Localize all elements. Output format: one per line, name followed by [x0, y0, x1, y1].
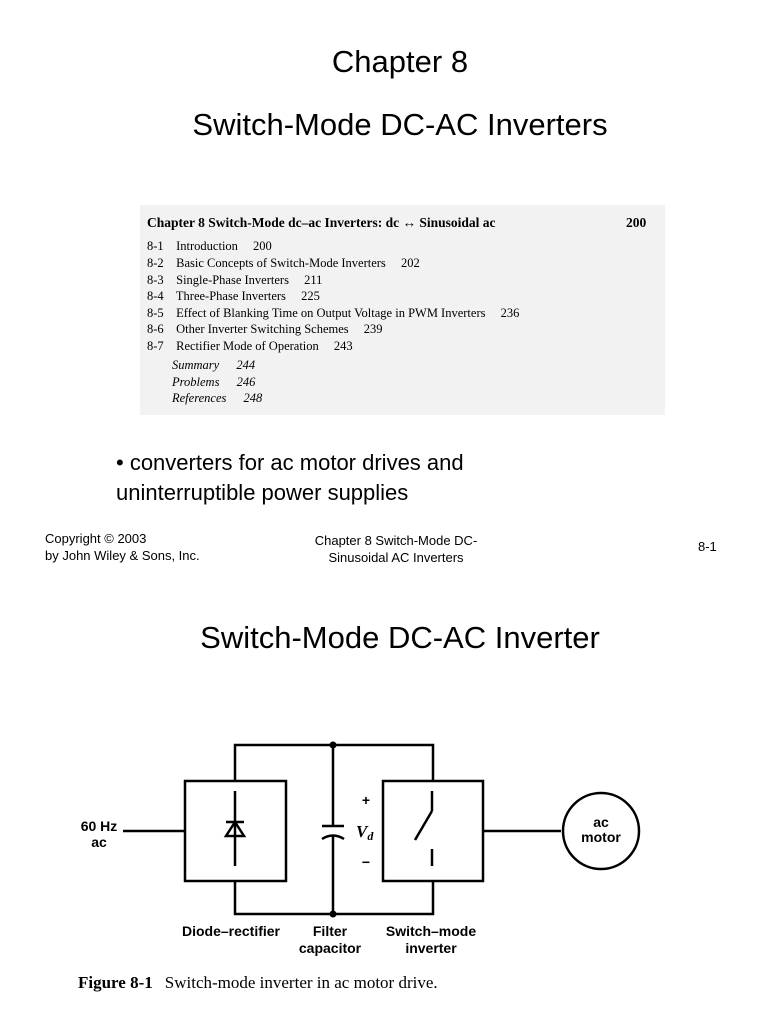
copyright-line2: by John Wiley & Sons, Inc.: [45, 548, 200, 563]
inverter-label-line2: inverter: [405, 940, 457, 956]
motor-label-line1: ac: [593, 814, 609, 830]
toc-extra-entry: Problems 246: [172, 375, 255, 390]
bottom-junction-dot: [329, 910, 337, 918]
toc-entry: 8-7 Rectifier Mode of Operation 243: [147, 339, 353, 354]
input-label-line1: 60 Hz: [81, 818, 118, 834]
inverter-label-line1: Switch–mode: [386, 923, 476, 939]
toc-entry-number: 8-6: [147, 322, 164, 336]
footer-copyright: Copyright © 2003 by John Wiley & Sons, I…: [45, 530, 200, 564]
toc-heading-page: 200: [626, 215, 647, 230]
footer-center-line1: Chapter 8 Switch-Mode DC-: [314, 533, 478, 548]
toc-entry-page: 200: [253, 239, 272, 253]
vd-symbol-subscript: d: [367, 829, 374, 843]
bullet-text-line2: uninterruptible power supplies: [116, 480, 409, 505]
toc-entry-title: Other Inverter Switching Schemes: [176, 322, 349, 336]
slide2-title: Switch-Mode DC-AC Inverter: [200, 620, 600, 655]
toc-entry-title: Single-Phase Inverters: [176, 273, 289, 287]
figure-caption: Figure 8-1 Switch-mode inverter in ac mot…: [78, 973, 438, 993]
toc-entry-number: 8-5: [147, 306, 164, 320]
toc-entry: 8-1 Introduction 200: [147, 239, 272, 254]
toc-extra-title: Problems: [172, 375, 220, 389]
toc-extra-entry: References 248: [172, 391, 262, 406]
toc-entry-number: 8-2: [147, 256, 164, 270]
toc-entry-title: Basic Concepts of Switch-Mode Inverters: [176, 256, 386, 270]
bullet-text-line1: converters for ac motor drives and: [123, 450, 464, 475]
toc-entry: 8-3 Single-Phase Inverters 211: [147, 273, 322, 288]
toc-entry: 8-2 Basic Concepts of Switch-Mode Invert…: [147, 256, 420, 271]
switch-blade: [413, 810, 434, 841]
diode-triangle: [223, 819, 247, 838]
toc-entry-title: Three-Phase Inverters: [175, 289, 286, 303]
slide-number: 8-1: [698, 539, 717, 554]
top-junction-dot: [329, 741, 337, 749]
toc-entry-title: Effect of Blanking Time on Output Voltag…: [176, 306, 486, 320]
toc-extra-title: References: [172, 391, 227, 405]
toc-entry-number: 8-7: [147, 339, 164, 353]
plus-sign: +: [362, 792, 370, 808]
inverter-circuit-diagram: 60 Hz ac + − ac motor Diode–rectifier Fi…: [81, 741, 641, 956]
bullet-marker: •: [116, 450, 124, 475]
toc-entry-page: 243: [333, 339, 353, 353]
chapter-heading: Chapter 8: [331, 44, 469, 79]
toc-entry: 8-5 Effect of Blanking Time on Output Vo…: [147, 306, 519, 321]
toc-entry: 8-4 Three-Phase Inverters 225: [147, 289, 320, 304]
slide-title: Switch-Mode DC-AC Inverters: [192, 107, 608, 142]
bullet-point: • converters for ac motor drives and uni…: [116, 448, 586, 508]
vd-symbol: Vd: [356, 822, 374, 843]
toc-heading: Chapter 8 Switch-Mode dc–ac Inverters: d…: [147, 215, 496, 230]
toc-extra-page: 244: [236, 358, 256, 372]
rectifier-label: Diode–rectifier: [182, 923, 281, 939]
toc-entry-page: 225: [301, 289, 320, 303]
toc-extra-title: Summary: [172, 358, 220, 372]
toc-entry-number: 8-1: [147, 239, 164, 253]
vd-symbol-main: V: [356, 822, 369, 841]
toc-entry-title: Introduction: [176, 239, 238, 253]
filter-label-line1: Filter: [313, 923, 348, 939]
motor-circle: [561, 791, 641, 871]
motor-label-line2: motor: [581, 829, 621, 845]
minus-sign: −: [362, 854, 370, 870]
figure-caption-text: Switch-mode inverter in ac motor drive.: [164, 973, 438, 992]
toc-extra-page: 248: [243, 391, 263, 405]
table-of-contents: Chapter 8 Switch-Mode dc–ac Inverters: d…: [140, 205, 665, 415]
input-label-line2: ac: [91, 834, 107, 850]
toc-extra-page: 246: [236, 375, 256, 389]
footer-chapter-title: Chapter 8 Switch-Mode DC- Sinusoidal AC …: [298, 532, 494, 566]
toc-entry-title: Rectifier Mode of Operation: [176, 339, 319, 353]
toc-extra-entry: Summary 244: [172, 358, 255, 373]
capacitor-plate-bottom: [321, 834, 345, 841]
footer-center-line2: Sinusoidal AC Inverters: [328, 550, 464, 565]
toc-entry-page: 236: [500, 306, 520, 320]
toc-entry-page: 211: [304, 273, 323, 287]
toc-entry-number: 8-3: [147, 273, 164, 287]
filter-label-line2: capacitor: [299, 940, 362, 956]
copyright-line1: Copyright © 2003: [45, 531, 147, 546]
toc-entry-page: 202: [400, 256, 420, 270]
toc-entry-page: 239: [363, 322, 383, 336]
toc-entry-number: 8-4: [147, 289, 164, 303]
figure-caption-label: Figure 8-1: [78, 973, 153, 992]
toc-entry: 8-6 Other Inverter Switching Schemes 239: [147, 322, 383, 337]
